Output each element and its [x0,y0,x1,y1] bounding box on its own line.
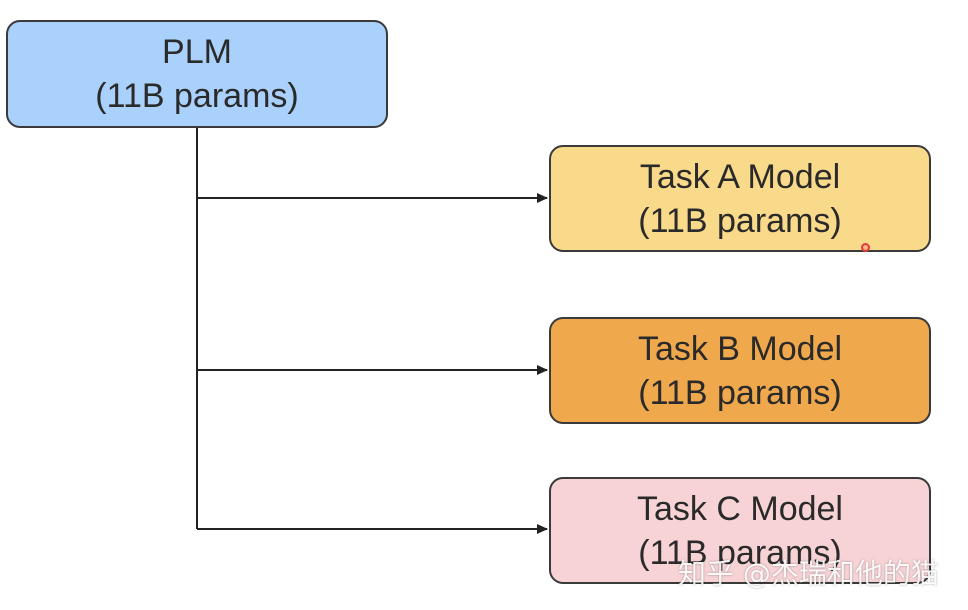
task-c-title: Task C Model [637,489,843,528]
task-a-model-box: Task A Model (11B params) [549,145,931,252]
plm-box: PLM (11B params) [6,20,388,128]
plm-title: PLM [162,33,232,71]
task-c-params: (11B params) [638,533,842,572]
watermark-text: 知乎 @杰瑞和他的猫 [678,557,939,590]
task-a-params: (11B params) [638,201,842,240]
task-b-model-box: Task B Model (11B params) [549,317,931,424]
task-b-params: (11B params) [638,373,842,412]
task-c-model-box: Task C Model (11B params) [549,477,931,584]
pointer-cursor-icon [861,243,870,252]
task-a-title: Task A Model [639,157,841,196]
task-b-title: Task B Model [637,329,843,368]
plm-params: (11B params) [95,77,299,115]
